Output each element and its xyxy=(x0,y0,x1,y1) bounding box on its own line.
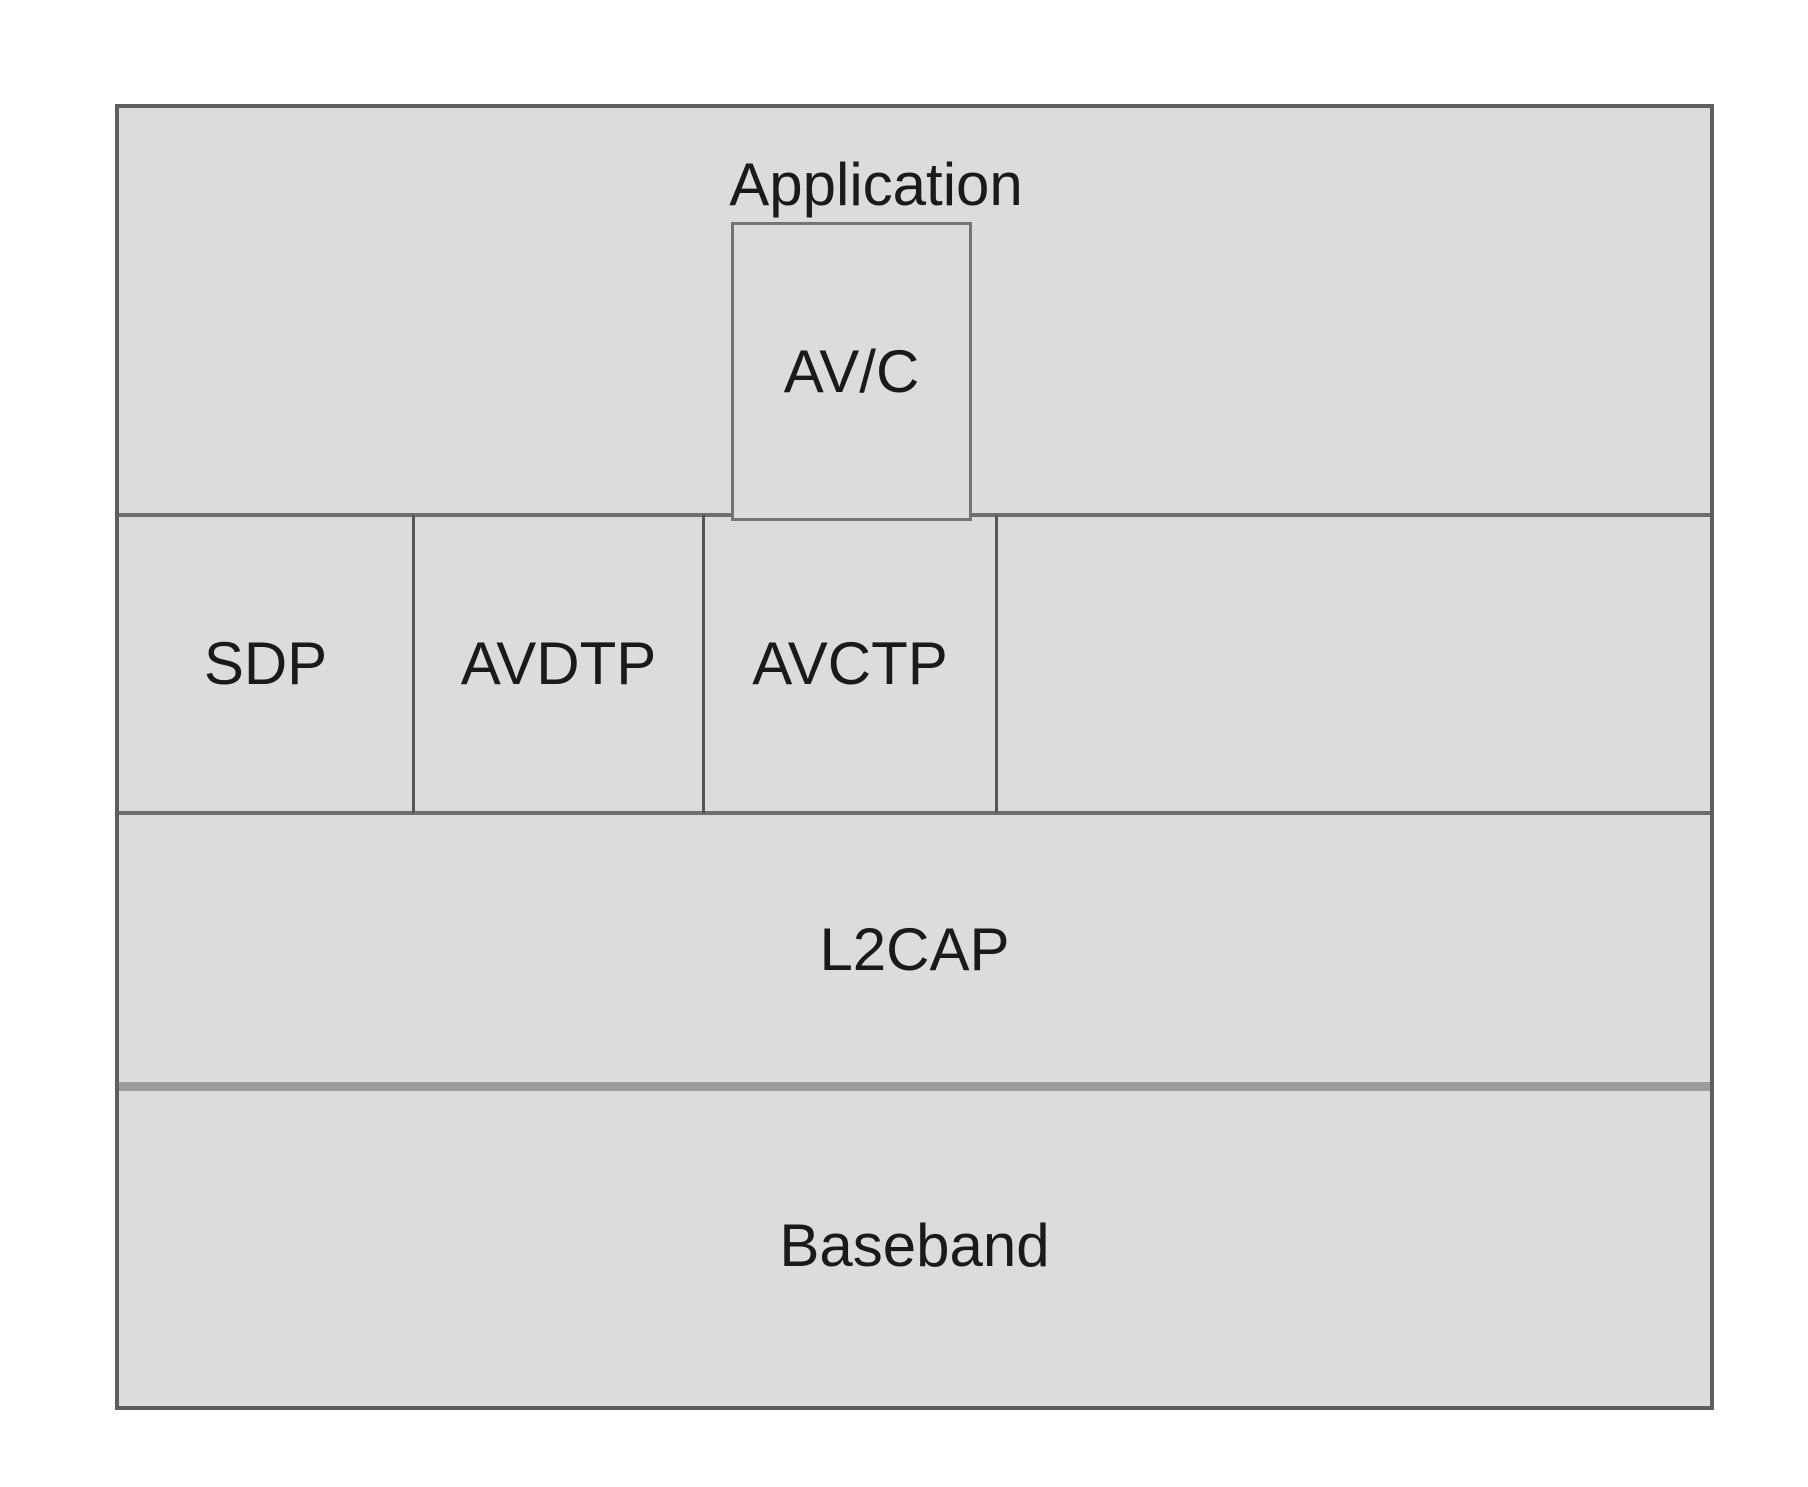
layer-avc-label: AV/C xyxy=(783,337,920,405)
layer-avdtp-label: AVDTP xyxy=(460,630,657,697)
layer-baseband: Baseband xyxy=(119,1086,1710,1406)
layer-avctp: AVCTP xyxy=(705,515,998,813)
layer-baseband-label: Baseband xyxy=(779,1212,1050,1279)
layer-avctp-label: AVCTP xyxy=(752,630,948,697)
layer-row-empty-area xyxy=(998,515,1710,813)
layer-avc: AV/C xyxy=(731,222,972,521)
layer-application-label: Application xyxy=(729,151,1023,218)
bluetooth-protocol-stack-box: Application SDP AVDTP AVCTP AV/C L2CAP B… xyxy=(115,104,1714,1410)
divider-l2cap-baseband xyxy=(119,1082,1710,1091)
layer-l2cap: L2CAP xyxy=(119,813,1710,1086)
layer-sdp: SDP xyxy=(119,515,415,813)
layer-avdtp: AVDTP xyxy=(415,515,705,813)
layer-sdp-label: SDP xyxy=(203,630,328,697)
layer-l2cap-label: L2CAP xyxy=(819,915,1010,983)
divider-transport-row xyxy=(119,811,1710,815)
